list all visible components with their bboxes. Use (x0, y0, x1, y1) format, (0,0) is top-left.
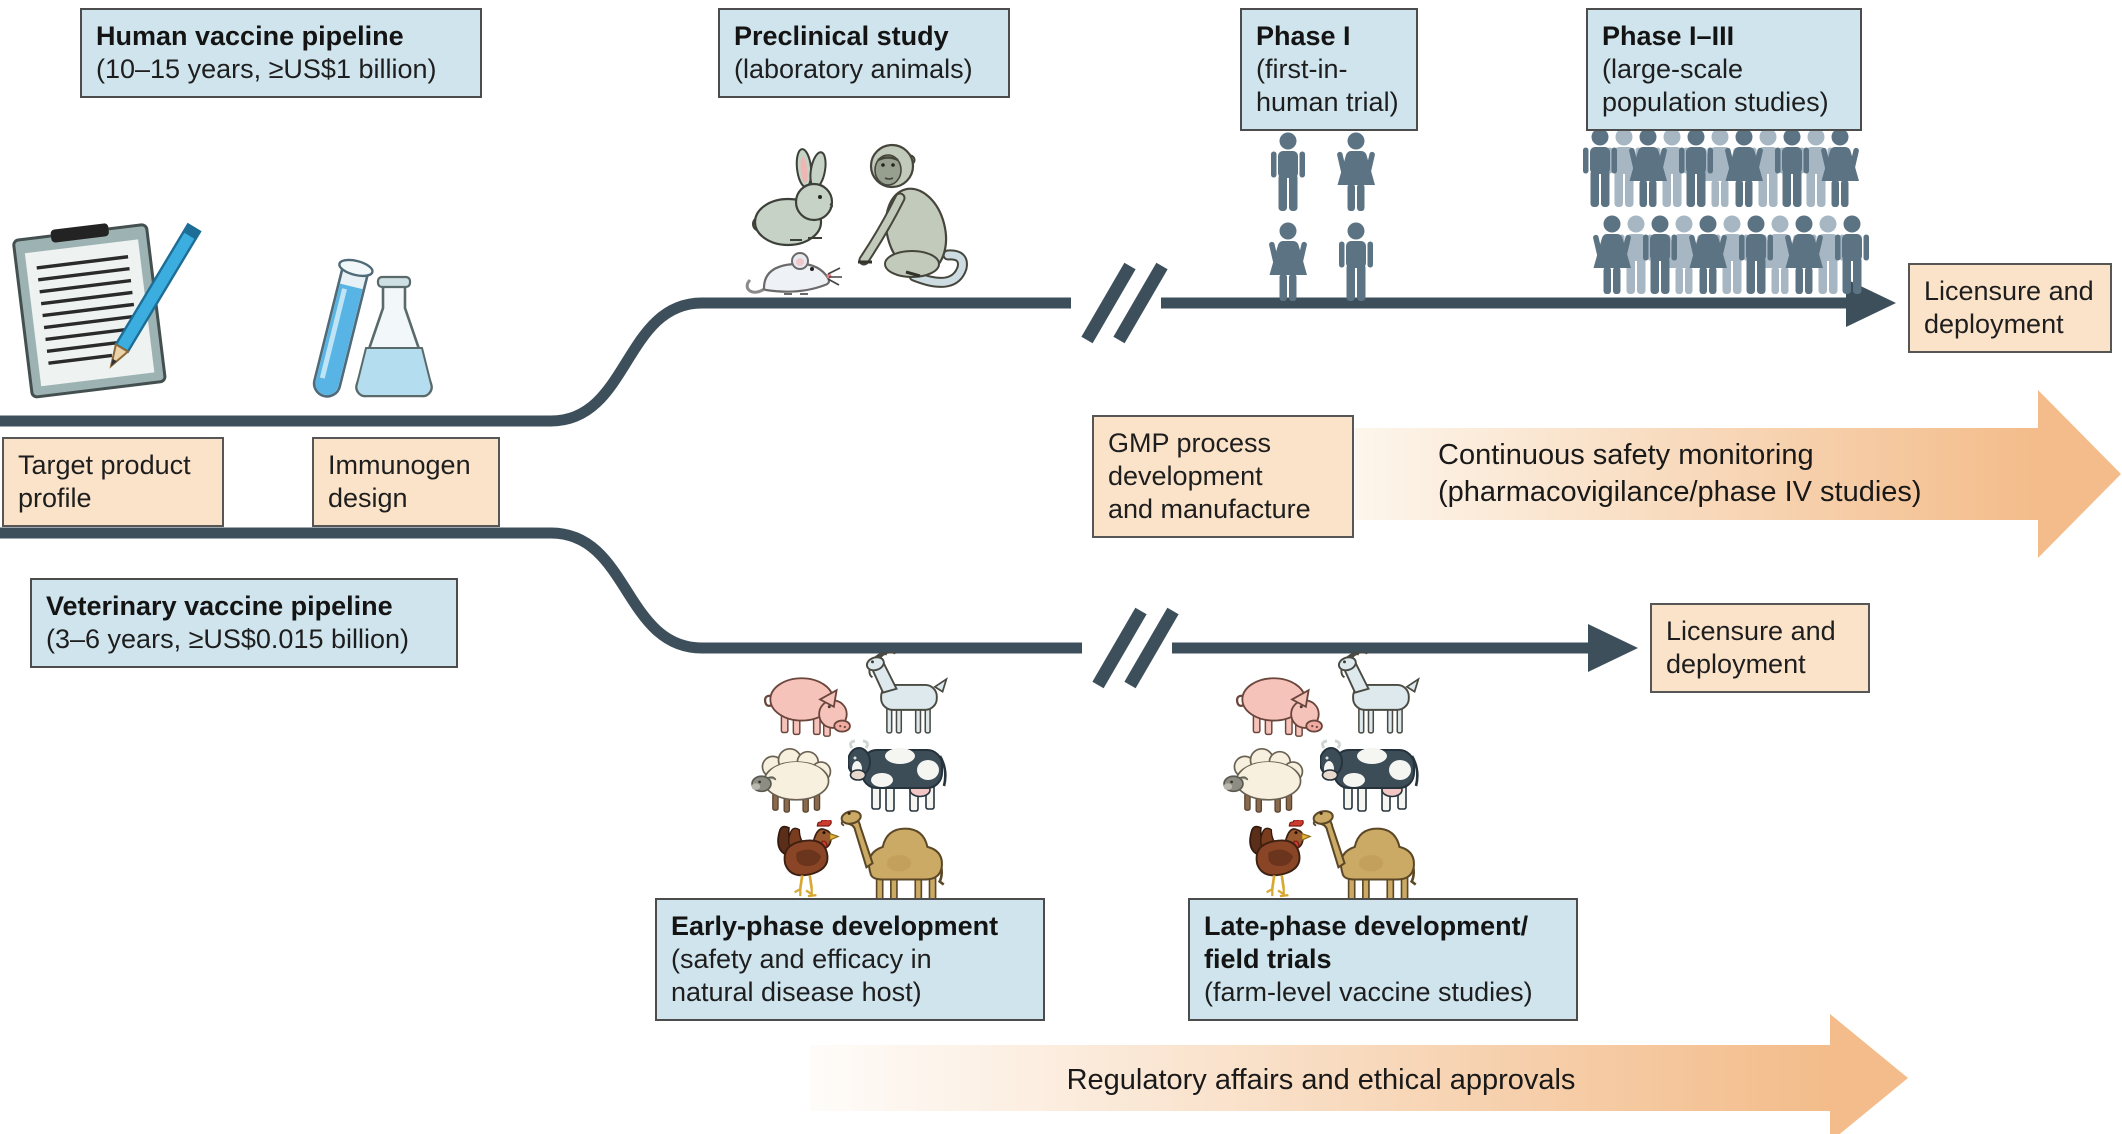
time-break-icon (1092, 607, 1147, 689)
camel-icon (1312, 808, 1418, 902)
time-break-icon (1081, 262, 1136, 344)
person-man-icon (1835, 215, 1869, 294)
person-man-icon (1679, 128, 1713, 207)
safety-monitoring-arrow (1355, 390, 2121, 558)
vet-pipeline-title: Veterinary vaccine pipeline (46, 591, 393, 621)
immunogen-line-1: Immunogen (328, 450, 471, 480)
person-man-icon (1775, 128, 1809, 207)
monkey-icon (858, 143, 968, 288)
early-phase-title: Early-phase development (671, 911, 999, 941)
person-man-icon (1643, 215, 1677, 294)
camel-icon (840, 808, 946, 902)
person-man-icon (1271, 132, 1305, 211)
safety-monitoring-label: Continuous safety monitoring (pharmacovi… (1438, 437, 1922, 511)
chicken-icon (776, 820, 840, 898)
gmp-line-2: development (1108, 460, 1263, 491)
farm-animals-early-icon (750, 652, 948, 902)
test-tube-flask-icon (312, 258, 433, 398)
vet-pipeline-sub: (3–6 years, ≥US$0.015 billion) (46, 623, 410, 654)
late-phase-title-1: Late-phase development/ (1204, 911, 1529, 941)
late-phase-title-2: field trials (1204, 943, 1332, 974)
preclinical-sub: (laboratory animals) (734, 53, 973, 84)
human-pipeline-sub: (10–15 years, ≥US$1 billion) (96, 53, 437, 84)
person-man-icon (1739, 215, 1773, 294)
licensure-human-box: Licensure and deployment (1908, 263, 2112, 353)
human-pipeline-box: Human vaccine pipeline (10–15 years, ≥US… (80, 8, 482, 98)
person-woman-icon (1820, 128, 1860, 207)
phase1-3-title: Phase I–III (1602, 21, 1735, 51)
licensure-vet-line-2: deployment (1666, 648, 1806, 679)
sheep-icon (750, 747, 832, 813)
person-woman-icon (1784, 215, 1824, 294)
population-crowd-icon (1583, 128, 1869, 294)
cow-icon (848, 739, 947, 813)
chicken-icon (1248, 820, 1312, 898)
phase1-3-sub-2: population studies) (1602, 86, 1829, 117)
gmp-box: GMP process development and manufacture (1092, 415, 1354, 538)
immunogen-design-box: Immunogen design (312, 437, 500, 527)
rabbit-icon (752, 148, 834, 247)
person-woman-icon (1592, 215, 1632, 294)
licensure-vet-line-1: Licensure and (1666, 616, 1836, 646)
preclinical-box: Preclinical study (laboratory animals) (718, 8, 1010, 98)
person-woman-icon (1688, 215, 1728, 294)
phase1-3-box: Phase I–III (large-scale population stud… (1586, 8, 1862, 131)
licensure-vet-box: Licensure and deployment (1650, 603, 1870, 693)
person-man-icon (1583, 128, 1617, 207)
phase1-sub-1: (first-in- (1256, 53, 1348, 84)
mouse-icon (745, 252, 842, 295)
person-woman-icon (1268, 222, 1308, 301)
person-woman-icon (1724, 128, 1764, 207)
person-man-icon (1339, 222, 1373, 301)
human-pipeline-title: Human vaccine pipeline (96, 21, 404, 51)
goat-icon (1335, 652, 1420, 735)
pig-icon (1235, 677, 1324, 738)
immunogen-line-2: design (328, 482, 408, 513)
cow-icon (1320, 739, 1419, 813)
people-2x2-icon (1268, 132, 1376, 301)
early-phase-box: Early-phase development (safety and effi… (655, 898, 1045, 1021)
target-profile-line-1: Target product (18, 450, 191, 480)
person-woman-icon (1336, 132, 1376, 211)
safety-line-1: Continuous safety monitoring (1438, 439, 1814, 471)
target-product-profile-box: Target product profile (2, 437, 224, 527)
safety-line-2: (pharmacovigilance/phase IV studies) (1438, 476, 1922, 509)
phase1-box: Phase I (first-in- human trial) (1240, 8, 1418, 131)
preclinical-title: Preclinical study (734, 21, 949, 51)
arrowhead-vet (1588, 624, 1638, 672)
licensure-human-line-2: deployment (1924, 308, 2064, 339)
early-phase-sub-2: natural disease host) (671, 976, 922, 1007)
regulatory-approvals-arrow (810, 1014, 1908, 1134)
person-woman-icon (1628, 128, 1668, 207)
human-pipeline-line (0, 297, 1071, 427)
goat-icon (863, 652, 948, 735)
pig-icon (763, 677, 852, 738)
early-phase-sub-1: (safety and efficacy in (671, 943, 932, 974)
phase1-title: Phase I (1256, 21, 1351, 51)
gmp-line-1: GMP process (1108, 428, 1272, 458)
vet-pipeline-line (0, 527, 1082, 654)
late-phase-box: Late-phase development/ field trials (fa… (1188, 898, 1578, 1021)
late-phase-sub: (farm-level vaccine studies) (1204, 976, 1533, 1007)
farm-animals-late-icon (1222, 652, 1420, 902)
phase1-sub-2: human trial) (1256, 86, 1399, 117)
sheep-icon (1222, 747, 1304, 813)
clipboard-pencil-icon (12, 222, 202, 399)
licensure-human-line-1: Licensure and (1924, 276, 2094, 306)
regulatory-approvals-label: Regulatory affairs and ethical approvals (1066, 1064, 1576, 1096)
target-profile-line-2: profile (18, 482, 92, 513)
phase1-3-sub-1: (large-scale (1602, 53, 1744, 84)
vet-pipeline-box: Veterinary vaccine pipeline (3–6 years, … (30, 578, 458, 668)
gmp-line-3: and manufacture (1108, 493, 1311, 524)
